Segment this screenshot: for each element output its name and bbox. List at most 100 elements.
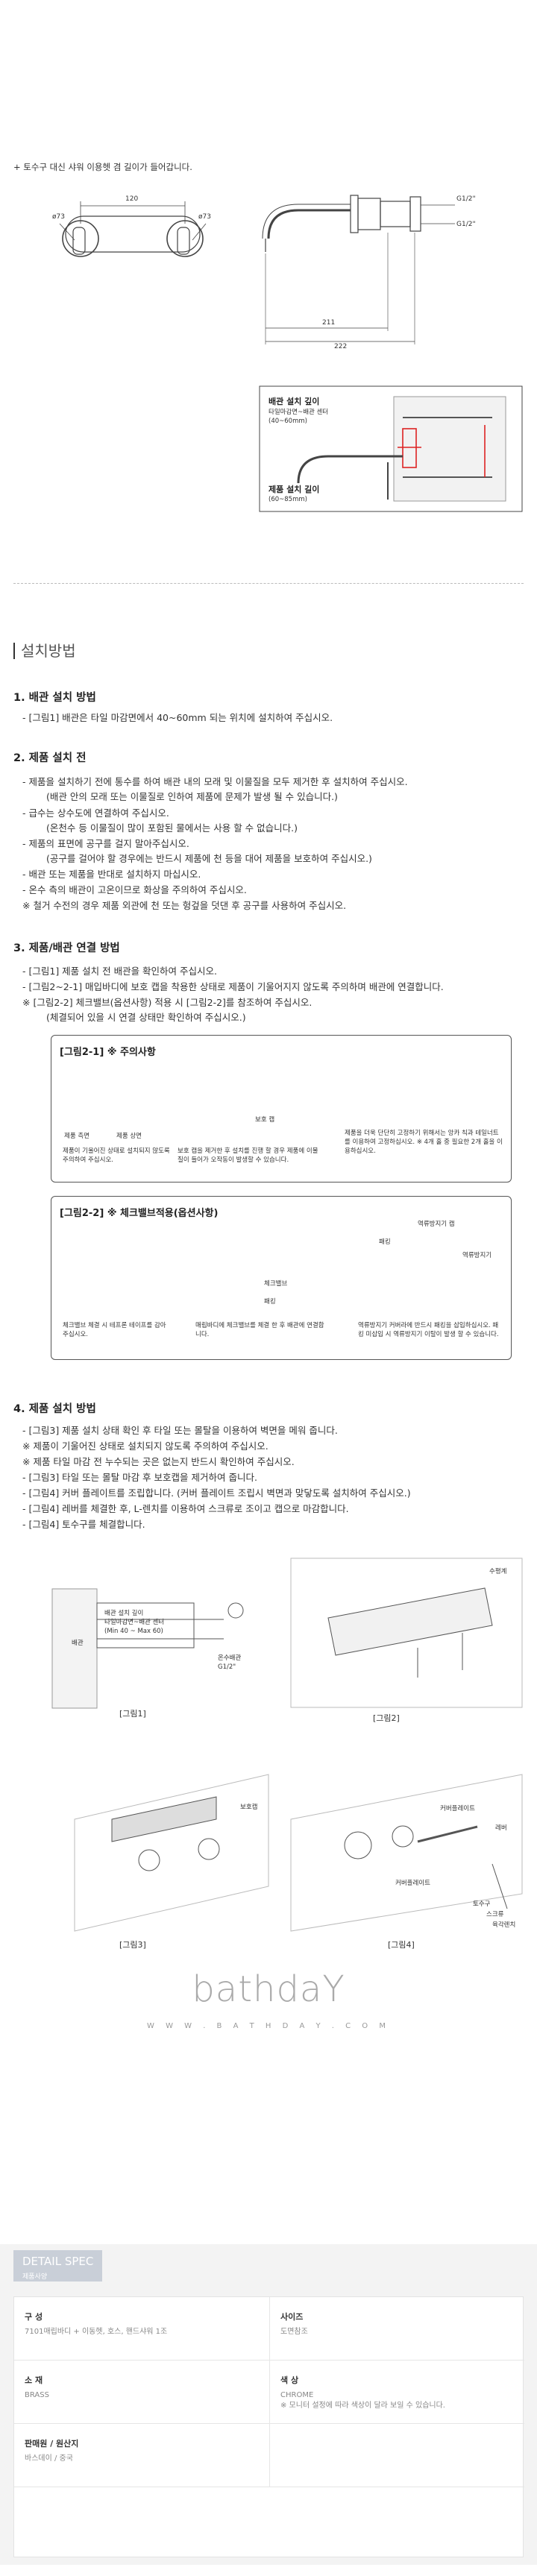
install-length-range: (60~85mm) xyxy=(268,496,307,503)
spec-value: 바스데이 / 중국 xyxy=(25,2454,73,2463)
fig4-cover2: 커버플레이트 xyxy=(395,1880,430,1887)
dim-thread-bottom: G1/2" xyxy=(456,221,476,228)
dim-211: 211 xyxy=(322,319,336,327)
s2-line: (배관 안의 모래 또는 이물질로 인하여 제품에 문제가 발생 될 수 있습니… xyxy=(46,791,338,802)
fig4-screw: 스크류 xyxy=(486,1911,504,1918)
s4-line: - [그림3] 타일 또는 몰탈 마감 후 보호캡을 제거하여 줍니다. xyxy=(22,1472,257,1483)
s2-line: (공구를 걸어야 할 경우에는 반드시 제품에 천 등을 대어 제품을 보호하여… xyxy=(46,853,372,864)
fig1-note3: (Min 40 ~ Max 60) xyxy=(104,1628,163,1635)
s4-title: 4. 제품 설치 방법 xyxy=(13,1403,96,1415)
fig1-label: [그림1] xyxy=(119,1709,146,1719)
s3-title: 3. 제품/배관 연결 방법 xyxy=(13,942,120,954)
s4-line: - [그림4] 토수구를 체결합니다. xyxy=(22,1519,145,1530)
install-depth-range: (40~60mm) xyxy=(268,418,307,425)
label-bf-packing: 패킹 xyxy=(379,1238,391,1246)
spec-cell: 판매원 / 원산지 바스데이 / 중국 xyxy=(14,2424,269,2487)
fig1-pipe: 배관 xyxy=(72,1640,84,1647)
fig2-label: [그림2] xyxy=(373,1713,400,1723)
s2-line: - 온수 측의 배관이 고온이므로 화상을 주의하여 주십시오. xyxy=(22,884,247,895)
s2-line: (온천수 등 이물질이 많이 포함된 물에서는 사용 할 수 없습니다.) xyxy=(46,822,298,834)
label-bf-cap: 역류방지기 캡 xyxy=(418,1221,455,1228)
front-view-drawing xyxy=(59,201,207,257)
spec-value: CHROME xyxy=(280,2391,314,2399)
caution-caption-1: 제품이 기울어진 상태로 설치되지 않도록 주의하여 주십시오. xyxy=(63,1147,170,1164)
spec-cell: 구 성 7101매립바디 + 이동헷, 호스, 핸드샤워 1조 xyxy=(14,2297,269,2361)
fig4-lever: 레버 xyxy=(495,1824,507,1832)
fig4-spout: 토수구 xyxy=(473,1900,491,1908)
spec-value: 도면참조 xyxy=(280,2328,308,2336)
dim-dia-left: ø73 xyxy=(52,213,65,221)
section-divider xyxy=(13,583,524,584)
spec-key: 판매원 / 원산지 xyxy=(25,2439,79,2449)
s3-line: ※ [그림2-2] 체크밸브(옵션사항) 적용 시 [그림2-2]를 참조하여 … xyxy=(22,997,313,1008)
fig4-wrench: 육각렌치 xyxy=(492,1921,516,1929)
spec-cell xyxy=(269,2424,524,2487)
s2-line: - 배관 또는 제품을 반대로 설치하지 마십시오. xyxy=(22,869,201,880)
label-check-valve: 체크밸브 xyxy=(264,1280,288,1288)
label-bf: 역류방지기 xyxy=(462,1252,492,1259)
spec-tag: DETAIL SPEC xyxy=(13,2250,103,2281)
brand-logo: bathdaY xyxy=(192,1968,345,2010)
check-valve-box-title: [그림2-2] ※ 체크밸브적용(옵션사항) xyxy=(60,1208,219,1219)
caution-box-title: [그림2-1] ※ 주의사항 xyxy=(60,1047,156,1058)
s2-line: - 급수는 상수도에 연결하여 주십시오. xyxy=(22,807,169,819)
spec-key: 구 성 xyxy=(25,2312,43,2322)
spec-cell: 사이즈 도면참조 xyxy=(269,2297,524,2361)
section-title: 설치방법 xyxy=(13,643,76,659)
check-caption-3: 역류방지기 커버라에 반드시 패킹을 삽입하십시오. 패킹 미삽입 시 역류방지… xyxy=(358,1322,499,1338)
fig1-hot-pipe: 온수배관 xyxy=(218,1654,242,1662)
s2-line: - 제품의 표면에 공구를 걸지 말아주십시오. xyxy=(22,838,189,849)
fig1-note2: 타일마감면~배관 센터 xyxy=(104,1619,165,1626)
install-depth-title: 배관 설치 깊이 xyxy=(268,397,320,406)
spec-table: 구 성 7101매립바디 + 이동헷, 호스, 핸드샤워 1조 사이즈 도면참조… xyxy=(13,2296,524,2557)
label-side: 제품 측면 xyxy=(64,1133,90,1140)
dim-dia-right: ø73 xyxy=(198,213,211,221)
fig1-thread: G1/2" xyxy=(218,1663,236,1671)
label-packing: 패킹 xyxy=(264,1298,276,1306)
spec-key: 사이즈 xyxy=(280,2312,304,2322)
s3-line: - [그림1] 제품 설치 전 배관을 확인하여 주십시오. xyxy=(22,966,218,977)
top-note: + 토수구 대신 샤워 이용헷 겸 길이가 들어갑니다. xyxy=(13,162,192,172)
spec-key: 색 상 xyxy=(280,2375,299,2385)
spec-cell: 소 재 BRASS xyxy=(14,2361,269,2424)
spec-value-note: ※ 모니터 설정에 따라 색상이 달라 보일 수 있습니다. xyxy=(280,2402,445,2410)
brand-url: W W W . B A T H D A Y . C O M xyxy=(147,2022,390,2030)
s4-line: - [그림4] 커버 플레이트를 조립합니다. (커버 플레이트 조립시 벽면과… xyxy=(22,1487,411,1499)
check-valve-box xyxy=(51,1196,512,1360)
s4-line: ※ 제품 타일 마감 전 누수되는 곳은 없는지 반드시 확인하여 주십시오. xyxy=(22,1456,295,1467)
dim-222: 222 xyxy=(334,343,348,350)
fig3-cap: 보호캡 xyxy=(240,1804,258,1811)
s2-title: 2. 제품 설치 전 xyxy=(13,752,87,764)
check-caption-1: 체크밸브 체결 시 테프론 테이프를 감아주십시오. xyxy=(63,1322,166,1338)
s3-line: (체결되어 있을 시 연결 상태만 확인하여 주십시오.) xyxy=(46,1012,246,1023)
fig2-level: 수평계 xyxy=(489,1568,507,1575)
check-caption-2: 매립바디에 체크밸브를 체결 한 후 배관에 연결합니다. xyxy=(195,1322,324,1338)
caution-box xyxy=(51,1035,512,1182)
s3-line: - [그림2~2-1] 매입바디에 보호 캡을 착용한 상태로 제품이 기울어지… xyxy=(22,981,444,992)
side-view-drawing xyxy=(262,195,455,344)
dim-width: 120 xyxy=(125,195,139,203)
install-length-title: 제품 설치 길이 xyxy=(268,485,320,494)
fig4-label: [그림4] xyxy=(388,1940,415,1950)
spec-key: 소 재 xyxy=(25,2375,43,2385)
s4-line: - [그림4] 레버를 체결한 후, L-렌치를 이용하여 스크류로 조이고 캡… xyxy=(22,1503,349,1514)
s4-line: - [그림3] 제품 설치 상태 확인 후 타일 또는 몰탈을 이용하여 벽면을… xyxy=(22,1425,338,1436)
caution-caption-2: 보호 캡을 제거한 후 설치를 진행 할 경우 제품에 이물질이 들어가 오작동… xyxy=(178,1147,318,1164)
spec-value: 7101매립바디 + 이동헷, 호스, 핸드샤워 1조 xyxy=(25,2328,168,2336)
fig4-cover: 커버플레이트 xyxy=(440,1805,475,1813)
s2-line: ※ 철거 수전의 경우 제품 외관에 천 또는 헝겊을 덧댄 후 공구를 사용하… xyxy=(22,900,347,911)
label-top: 제품 상면 xyxy=(116,1133,142,1140)
spec-value: BRASS xyxy=(25,2391,49,2399)
label-cap: 보호 캡 xyxy=(255,1116,275,1124)
s4-line: ※ 제품이 기울어진 상태로 설치되지 않도록 주의하여 주십시오. xyxy=(22,1440,268,1452)
s1-title: 1. 배관 설치 방법 xyxy=(13,692,96,704)
s1-line: - [그림1] 배관은 타일 마감면에서 40~60mm 되는 위치에 설치하여… xyxy=(22,712,333,723)
spec-cell: 색 상 CHROME ※ 모니터 설정에 따라 색상이 달라 보일 수 있습니다… xyxy=(269,2361,524,2424)
dim-thread-top: G1/2" xyxy=(456,195,476,203)
install-depth-sub: 타일마감면~배관 센터 xyxy=(268,409,329,416)
s2-line: - 제품을 설치하기 전에 통수를 하여 배관 내의 모래 및 이물질을 모두 … xyxy=(22,776,408,787)
caution-caption-3: 제품을 더욱 단단히 고정하기 위해서는 앙카 칙과 테일너트를 이용하여 고정… xyxy=(345,1130,503,1155)
fig3-label: [그림3] xyxy=(119,1940,146,1950)
spec-tag-sub: 제품사양 xyxy=(22,2273,48,2281)
fig1-note: 배관 설치 깊이 xyxy=(104,1610,144,1617)
